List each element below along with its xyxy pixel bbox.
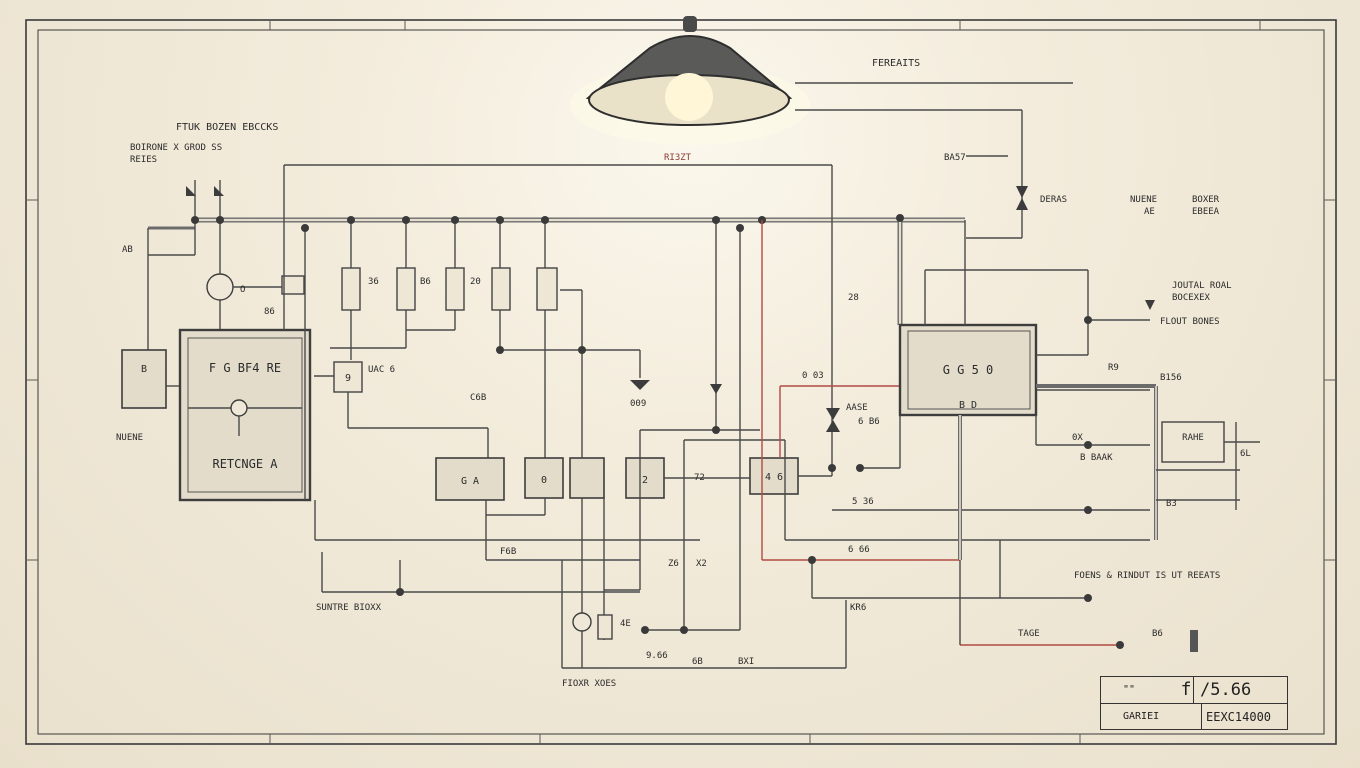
lamp-icon <box>570 16 810 145</box>
label-subtitle: FTUK BOZEN EBCCKS <box>176 122 278 133</box>
svg-text:4E: 4E <box>620 619 631 629</box>
left-component-box <box>121 349 167 409</box>
svg-text:O: O <box>240 285 245 295</box>
svg-text:TAGE: TAGE <box>1018 629 1040 639</box>
title-block-left-bottom: GARIEI <box>1123 711 1160 722</box>
svg-text:B6: B6 <box>1152 629 1163 639</box>
svg-text:2: 2 <box>642 475 648 486</box>
title-block-row-bottom: GARIEI EEXC14000 <box>1101 704 1287 730</box>
border-ticks <box>26 20 1336 744</box>
left-box-label: B <box>141 364 147 375</box>
terminal-symbol <box>1190 630 1198 652</box>
svg-text:DERAS: DERAS <box>1040 195 1067 205</box>
svg-text:SUNTRE BIOXX: SUNTRE BIOXX <box>316 603 382 613</box>
svg-text:5 36: 5 36 <box>852 497 874 507</box>
outer-border <box>25 19 1337 745</box>
svg-text:B6: B6 <box>420 277 431 287</box>
title-block-mark: f <box>1180 679 1192 700</box>
svg-text:86: 86 <box>264 307 275 317</box>
svg-text:009: 009 <box>630 399 646 409</box>
motor-symbol <box>206 273 234 301</box>
svg-text:72: 72 <box>694 473 705 483</box>
svg-text:BOIRONE X GROD SS: BOIRONE X GROD SS <box>130 143 222 153</box>
main-box-top-label: F G BF4 RE <box>209 361 281 375</box>
svg-text:KR6: KR6 <box>850 603 866 613</box>
title-block-row-top: "" f /5.66 <box>1101 677 1287 704</box>
title-block-value: /5.66 <box>1193 677 1283 703</box>
fuse-blocks <box>341 267 558 311</box>
svg-text:G A: G A <box>461 476 479 487</box>
svg-text:4 6: 4 6 <box>765 472 783 483</box>
box-row-2 <box>524 457 564 499</box>
right-module-box <box>898 323 1038 417</box>
inner-border <box>37 29 1325 735</box>
svg-text:BA57: BA57 <box>944 153 966 163</box>
svg-text:FLOUT BONES: FLOUT BONES <box>1160 317 1220 327</box>
valve-icon <box>186 186 1155 432</box>
box-row-1 <box>435 457 505 501</box>
svg-text:6B: 6B <box>692 657 703 667</box>
svg-text:R9: R9 <box>1108 363 1119 373</box>
red-circuit <box>761 220 1120 646</box>
svg-text:C6B: C6B <box>470 393 486 403</box>
svg-text:20: 20 <box>470 277 481 287</box>
svg-text:BOCEXEX: BOCEXEX <box>1172 293 1211 303</box>
svg-text:9.66: 9.66 <box>646 651 668 661</box>
svg-text:AASE: AASE <box>846 403 868 413</box>
main-module-box <box>178 328 312 502</box>
title-block-left-top: "" <box>1123 684 1136 695</box>
svg-text:0: 0 <box>541 475 547 486</box>
relay-block <box>281 275 305 295</box>
svg-text:AE: AE <box>1144 207 1155 217</box>
title-block-code: EEXC14000 <box>1201 704 1287 730</box>
svg-text:B156: B156 <box>1160 373 1182 383</box>
main-box-bottom-label: RETCNGE A <box>212 457 278 471</box>
svg-text:BXI: BXI <box>738 657 754 667</box>
svg-text:REIES: REIES <box>130 155 157 165</box>
title-block: "" f /5.66 GARIEI EEXC14000 <box>1100 676 1288 730</box>
svg-text:X2: X2 <box>696 559 707 569</box>
svg-text:F6B: F6B <box>500 547 516 557</box>
svg-text:Z6: Z6 <box>668 559 679 569</box>
svg-text:RAHE: RAHE <box>1182 433 1204 443</box>
box-row-3 <box>569 457 605 499</box>
svg-text:0X: 0X <box>1072 433 1083 443</box>
svg-text:6 B6: 6 B6 <box>858 417 880 427</box>
svg-text:EBEEA: EBEEA <box>1192 207 1220 217</box>
svg-text:FIOXR XOES: FIOXR XOES <box>562 679 616 689</box>
sheet-title: FEREAITS <box>872 58 920 69</box>
svg-text:BOXER: BOXER <box>1192 195 1220 205</box>
svg-text:FOENS & RINDUT IS UT REEATS: FOENS & RINDUT IS UT REEATS <box>1074 571 1220 581</box>
svg-text:6L: 6L <box>1240 449 1251 459</box>
svg-text:B3: B3 <box>1166 499 1177 509</box>
svg-text:AB: AB <box>122 245 133 255</box>
svg-text:B D: B D <box>959 400 977 411</box>
svg-text:36: 36 <box>368 277 379 287</box>
svg-text:B BAAK: B BAAK <box>1080 453 1113 463</box>
gauge-symbol <box>572 612 592 632</box>
svg-text:RI3ZT: RI3ZT <box>664 153 692 163</box>
svg-text:G G 5 0: G G 5 0 <box>943 363 994 377</box>
svg-text:UAC 6: UAC 6 <box>368 365 395 375</box>
svg-text:NUENE: NUENE <box>1130 195 1157 205</box>
svg-text:9: 9 <box>345 373 351 384</box>
svg-text:JOUTAL ROAL: JOUTAL ROAL <box>1172 281 1232 291</box>
box-row-5 <box>749 457 799 495</box>
svg-text:0 03: 0 03 <box>802 371 824 381</box>
svg-text:28: 28 <box>848 293 859 303</box>
small-box-9 <box>333 361 363 393</box>
left-box-caption: NUENE <box>116 433 143 443</box>
svg-text:6 66: 6 66 <box>848 545 870 555</box>
